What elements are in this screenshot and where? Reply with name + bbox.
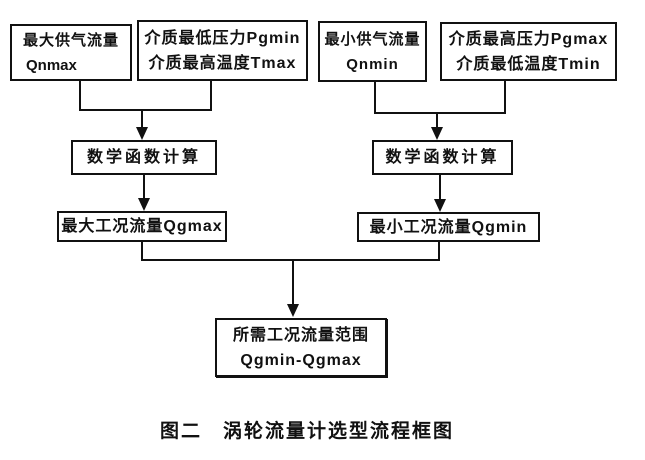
node-math-calc-right-label: 数学函数计算 xyxy=(385,149,500,166)
arrowhead-into-qgmax xyxy=(138,198,150,211)
node-math-calc-left: 数学函数计算 xyxy=(71,140,217,175)
arrowhead-into-calc-right xyxy=(431,127,443,140)
node-required-flow-range-symbol: Qgmin-Qgmax xyxy=(240,351,362,369)
arrowhead-into-qgmin xyxy=(434,199,446,212)
node-min-supply-flow-label: 最小供气流量 xyxy=(324,30,421,48)
node-min-supply-flow-symbol: Qnmin xyxy=(346,55,399,73)
node-max-supply-flow: 最大供气流量 Qnmax xyxy=(10,24,132,81)
node-min-working-flow-label: 最小工况流量Qgmin xyxy=(369,218,528,236)
node-max-working-flow: 最大工况流量Qgmax xyxy=(57,211,227,242)
node-max-pressure-label: 介质最高压力Pgmax xyxy=(448,30,609,48)
node-max-temp-label: 介质最高温度Tmax xyxy=(148,54,297,72)
node-max-pressure-min-temp: 介质最高压力Pgmax 介质最低温度Tmin xyxy=(440,22,617,81)
node-min-temp-label: 介质最低温度Tmin xyxy=(456,55,601,73)
node-max-working-flow-label: 最大工况流量Qgmax xyxy=(61,218,223,235)
node-max-supply-flow-symbol: Qnmax xyxy=(26,56,77,74)
node-min-working-flow: 最小工况流量Qgmin xyxy=(357,212,540,242)
node-math-calc-right: 数学函数计算 xyxy=(372,140,513,175)
node-math-calc-left-label: 数学函数计算 xyxy=(86,149,201,166)
node-required-flow-range: 所需工况流量范围 Qgmin-Qgmax xyxy=(215,318,387,377)
node-max-supply-flow-label: 最大供气流量 xyxy=(22,31,119,49)
figure-caption: 图二 涡轮流量计选型流程框图 xyxy=(159,421,454,442)
node-min-pressure-max-temp: 介质最低压力Pgmin 介质最高温度Tmax xyxy=(137,20,308,81)
arrowhead-into-calc-left xyxy=(136,127,148,140)
arrowhead-into-range xyxy=(287,304,299,317)
node-required-flow-range-label: 所需工况流量范围 xyxy=(232,326,369,344)
node-min-pressure-label: 介质最低压力Pgmin xyxy=(144,29,301,47)
node-min-supply-flow: 最小供气流量 Qnmin xyxy=(318,21,427,82)
